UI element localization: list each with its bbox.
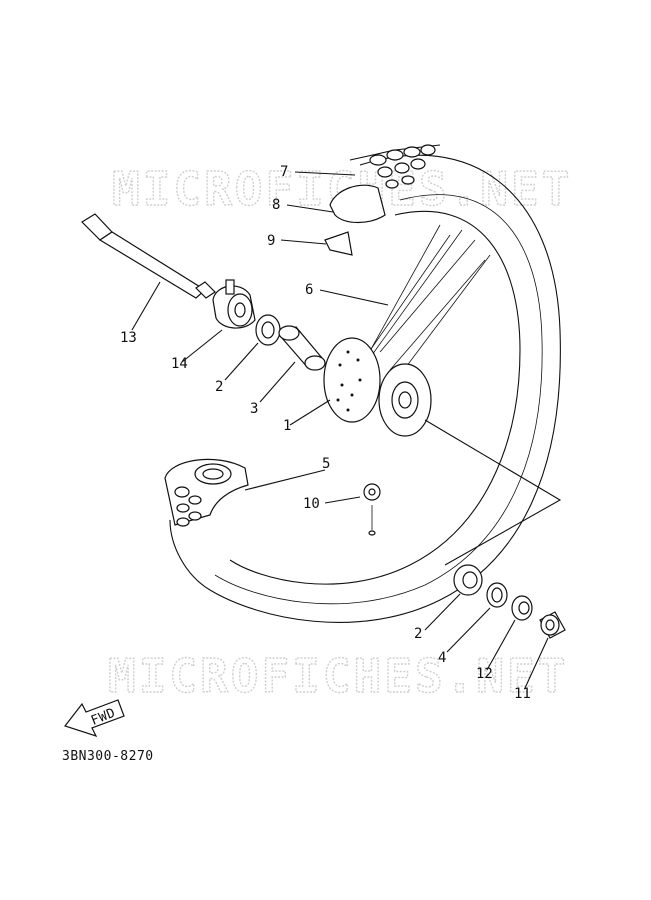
- callout-14: 14: [171, 356, 188, 372]
- callout-8: 8: [272, 197, 280, 213]
- callout-6: 6: [305, 282, 313, 298]
- collar: [511, 595, 533, 621]
- meter-gear: [212, 279, 256, 329]
- tube-and-rim-band: [324, 184, 386, 256]
- bearing-upper: [255, 314, 281, 346]
- callout-2-lower: 2: [414, 626, 422, 642]
- callout-10: 10: [303, 496, 320, 512]
- axle: [81, 213, 216, 299]
- oil-seal: [486, 582, 508, 608]
- bearing-lower: [453, 564, 483, 596]
- spacer: [278, 325, 326, 371]
- assembly-bracket: [424, 419, 562, 566]
- tire: [164, 144, 561, 623]
- callout-12: 12: [476, 666, 493, 682]
- tread-top: [369, 144, 436, 189]
- callout-2-upper: 2: [215, 379, 223, 395]
- spokes: [359, 224, 491, 376]
- wheel-spacer: [539, 611, 566, 639]
- watermark-bottom: MICROFICHES.NET: [108, 649, 568, 703]
- callout-4: 4: [438, 650, 446, 666]
- callout-5: 5: [322, 456, 330, 472]
- callout-1: 1: [283, 418, 291, 434]
- callout-7: 7: [280, 164, 288, 180]
- hub-assembly: [323, 337, 432, 437]
- leader-lines: [131, 171, 549, 689]
- callout-3: 3: [250, 401, 258, 417]
- valve-nut: [363, 483, 381, 536]
- tread-bottom: [174, 486, 202, 527]
- callout-11: 11: [514, 686, 531, 702]
- fwd-arrow-icon: FWD: [64, 699, 125, 738]
- diagram-code: 3BN300-8270: [62, 749, 154, 764]
- callout-13: 13: [120, 330, 137, 346]
- callout-9: 9: [267, 233, 275, 249]
